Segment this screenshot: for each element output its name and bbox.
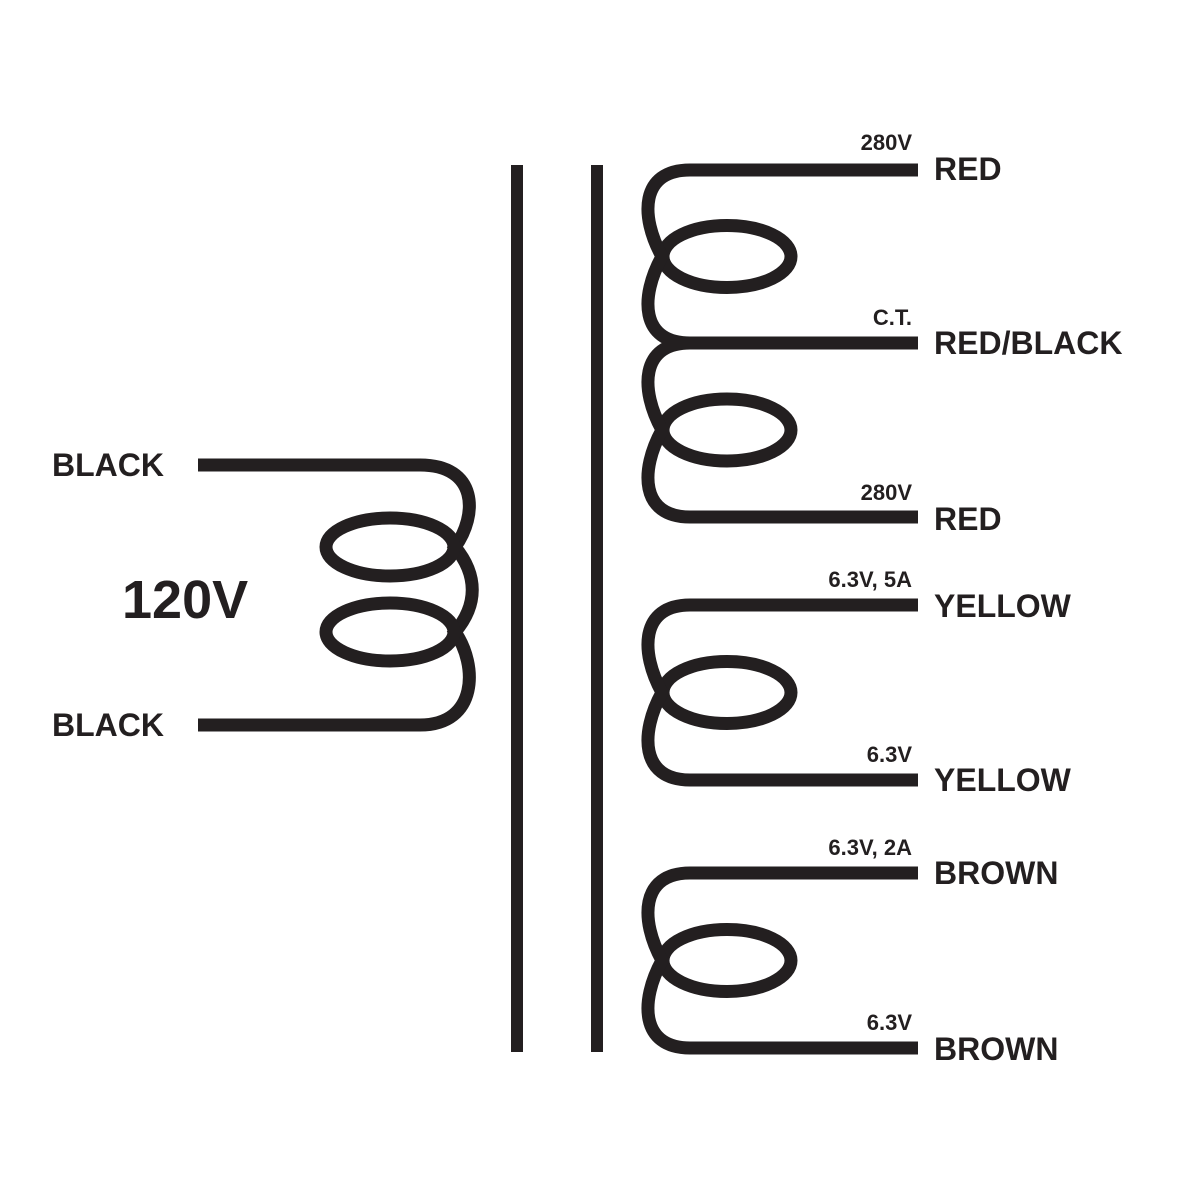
high-voltage-secondary-winding	[641, 163, 918, 524]
wire-label: YELLOW	[934, 588, 1072, 624]
primary-loop	[319, 596, 461, 668]
tap-label: 6.3V	[867, 1010, 913, 1035]
wire-label: BROWN	[934, 855, 1058, 891]
tap-label: 280V	[861, 480, 913, 505]
wire-label: RED	[934, 501, 1002, 537]
tap-label: 6.3V	[867, 742, 913, 767]
wire-label: BROWN	[934, 1031, 1058, 1067]
wire-label: RED	[934, 151, 1002, 187]
tap-label: 280V	[861, 130, 913, 155]
tap-label: 6.3V, 5A	[828, 567, 912, 592]
primary-loop	[319, 511, 461, 583]
tap-label: C.T.	[873, 305, 912, 330]
wire-label: YELLOW	[934, 762, 1072, 798]
filament-secondary-5a-winding	[641, 598, 918, 787]
primary-lead-label-bottom: BLACK	[52, 707, 164, 743]
high-voltage-secondary-loop	[656, 219, 798, 294]
high-voltage-secondary-loop	[656, 392, 798, 468]
tap-label: 6.3V, 2A	[828, 835, 912, 860]
primary-voltage-label: 120V	[122, 570, 248, 630]
wire-label: RED/BLACK	[934, 325, 1122, 361]
filament-secondary-5a-loop	[656, 655, 798, 730]
primary-winding	[198, 458, 479, 732]
primary-lead-label-top: BLACK	[52, 447, 164, 483]
filament-secondary-2a-winding	[641, 866, 918, 1055]
filament-secondary-2a-loop	[656, 923, 798, 998]
